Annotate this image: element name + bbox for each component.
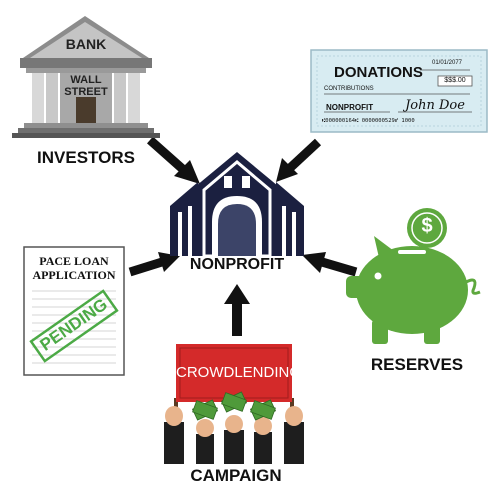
- nonprofit-label: NONPROFIT: [189, 256, 285, 273]
- bank-building-icon: [12, 16, 160, 138]
- bank-door-text-1: WALL: [70, 74, 102, 86]
- arrow-loan-to-nonprofit: [128, 252, 180, 277]
- check-signature: John Doe: [405, 98, 465, 113]
- reserves-label: RESERVES: [370, 355, 464, 374]
- investors-label: INVESTORS: [37, 148, 135, 167]
- arrow-reserves-to-nonprofit: [302, 252, 358, 277]
- arrow-donations-to-nonprofit: [276, 138, 322, 182]
- arrow-investors-to-nonprofit: [147, 136, 200, 184]
- crowd-hands-money-icon: [164, 344, 304, 464]
- check-icon: [310, 49, 488, 133]
- piggy-bank-icon: [346, 208, 481, 344]
- bank-door-text-2: STREET: [64, 86, 108, 98]
- arrows: [128, 136, 358, 336]
- check-memo: CONTRIBUTIONS: [324, 86, 374, 92]
- campaign-label: CAMPAIGN: [190, 466, 282, 485]
- crowdlending-banner-text: CROWDLENDING: [176, 364, 302, 381]
- church-building-icon: [170, 152, 304, 258]
- arrow-campaign-to-nonprofit: [224, 284, 250, 336]
- coin-dollar-symbol: $: [421, 215, 433, 237]
- loan-title-2: APPLICATION: [32, 268, 116, 282]
- check-payee: NONPROFIT: [326, 103, 374, 112]
- check-date: 01/01/2077: [431, 60, 463, 66]
- bank-sign-text: BANK: [65, 36, 107, 52]
- check-micr: ⑆000000164⑆ 0000000529⑈ 1000: [322, 118, 415, 124]
- check-amount: $$$.00: [444, 77, 466, 84]
- check-title: DONATIONS: [334, 64, 423, 81]
- document-icon: [23, 246, 125, 376]
- loan-title-1: PACE LOAN: [39, 254, 109, 268]
